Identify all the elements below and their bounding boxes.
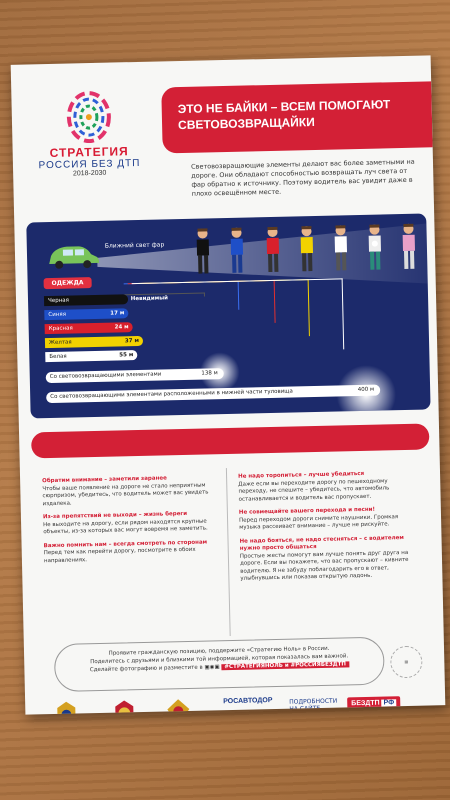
clothing-row-white: Белая 55 м: [45, 350, 138, 363]
clothing-row-yellow: Желтая 37 м: [44, 335, 144, 349]
headline-line2: СВЕТОВОЗВРАЩАЙКИ: [177, 114, 315, 133]
strategy-logo: СТРАТЕГИЯ РОССИЯ БЕЗ ДТП 2018-2030: [25, 90, 152, 193]
connector-white: [131, 278, 345, 355]
pedestrian-red-icon: [266, 226, 280, 273]
clothing-row-red: Красная 24 м: [44, 322, 133, 335]
pedestrian-reflector-icon: [368, 224, 382, 270]
headline-line1: ЭТО НЕ БАЙКИ – ВСЕМ ПОМОГАЮТ: [177, 97, 391, 117]
clothing-row-blue: Синяя 17 м: [44, 308, 129, 321]
beam-label: Ближний свет фар: [104, 241, 165, 250]
social-icons: ▣◉▣: [204, 664, 220, 671]
ministry-emblem-icon: [57, 701, 76, 715]
red-divider-bar: [31, 423, 430, 459]
tip-text: Простые жесты помогут вам лучше понять д…: [239, 549, 409, 582]
pedestrian-yellow-icon: [300, 226, 314, 272]
rosavtodor-logo: РОСАВТОДОР: [223, 697, 273, 706]
tip-text: Чтобы ваше появление на дороге не стало …: [42, 482, 209, 507]
clothing-header: ОДЕЖДА: [43, 277, 92, 290]
tips-right: Не надо торопиться – лучше убедиться Даж…: [238, 464, 421, 584]
pedestrian-blue-icon: [230, 227, 244, 273]
cta-hashtags: #СТРАТЕГИЯНОЛЬ и #РОССИЯБЕЗДТП: [221, 661, 350, 671]
zero-logo-icon: [66, 91, 111, 144]
reflector-row-1: Со световозвращающими элементами 138 м: [45, 368, 224, 384]
tip-text: Даже если вы переходите дорогу по пешехо…: [238, 477, 390, 503]
flyer: СТРАТЕГИЯ РОССИЯ БЕЗ ДТП 2018-2030 ЭТО Н…: [10, 55, 446, 715]
pedestrian-black-icon: [196, 228, 210, 274]
cta-line3: Сделайте фотографию и разместите в: [89, 664, 203, 674]
pedestrian-white-icon: [334, 225, 348, 271]
car-icon: [49, 246, 100, 269]
clothing-row-black: Черная Невидимый: [43, 294, 168, 307]
pedestrian-reflector-low-icon: [402, 223, 416, 269]
intro-text: Световозвращающие элементы делают вас бо…: [190, 157, 415, 198]
headline-banner: ЭТО НЕ БАЙКИ – ВСЕМ ПОМОГАЮТ СВЕТОВОЗВРА…: [161, 81, 433, 154]
tip-text: Перед тем как перейти дорогу, посмотрите…: [43, 546, 196, 564]
visibility-infographic: Ближний свет фар ОДЕЖДА: [26, 213, 431, 419]
police-emblem-icon: [115, 700, 134, 715]
reflector-row-2: Со световозвращающими элементами располо…: [46, 384, 381, 404]
tips-left: Обратим внимание – заметили заранее Чтоб…: [42, 468, 224, 565]
column-divider: [225, 468, 231, 637]
qr-code-icon: ▦: [389, 645, 423, 679]
call-to-action: Проявите гражданскую позицию, поддержите…: [53, 636, 385, 693]
